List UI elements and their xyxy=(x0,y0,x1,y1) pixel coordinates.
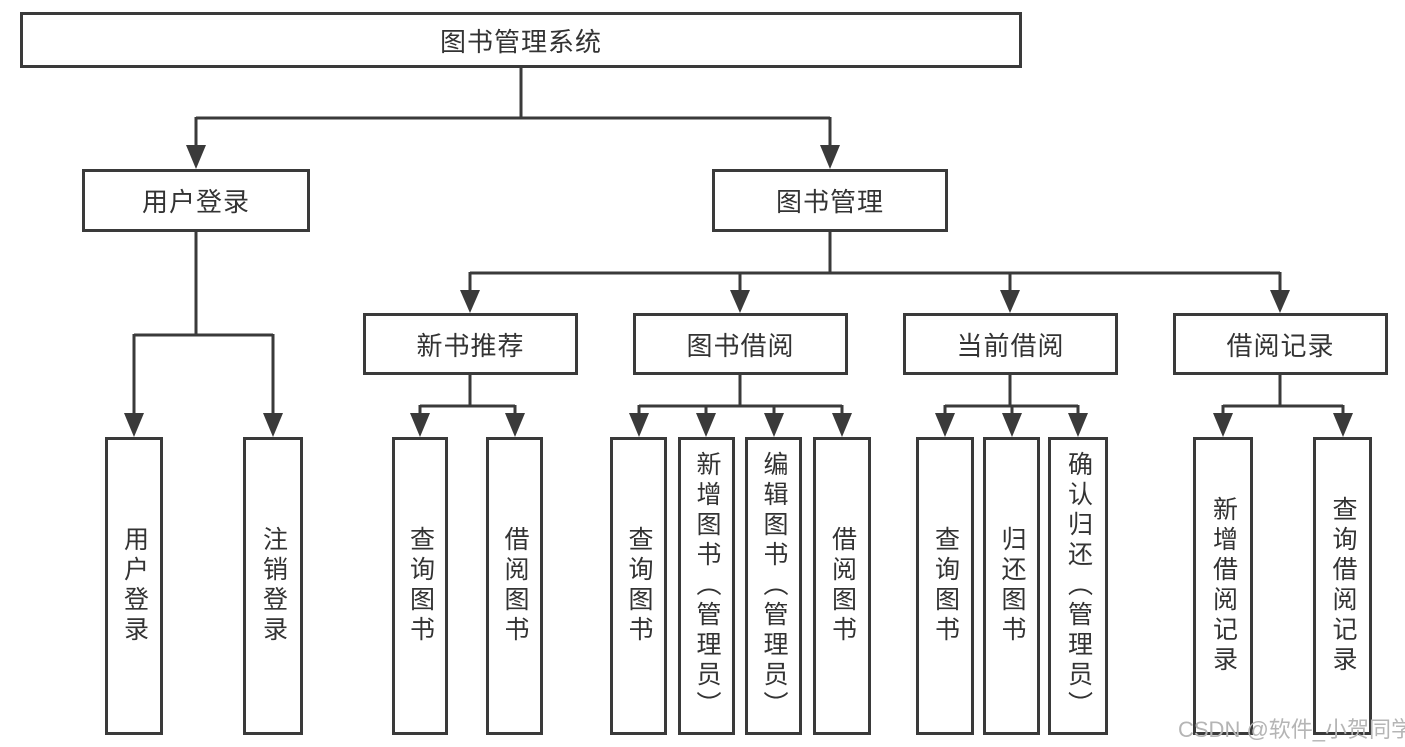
connector-userlogin-to-leaves xyxy=(132,232,275,414)
node-borrowing-records: 借阅记录 xyxy=(1173,313,1388,375)
node-leaf-query-books-1: 查询图书 xyxy=(392,437,448,735)
node-leaf-query-books-3: 查询图书 xyxy=(916,437,974,735)
node-leaf-return-books: 归还图书 xyxy=(983,437,1040,735)
arrowheads-borrowrecord-leaves xyxy=(1213,413,1353,437)
connector-borrowrecord-to-leaves xyxy=(1221,375,1345,414)
node-book-borrowing: 图书借阅 xyxy=(633,313,848,375)
connector-currentborrow-to-leaves xyxy=(943,375,1080,414)
node-leaf-add-borrow-record: 新增借阅记录 xyxy=(1193,437,1253,735)
arrowheads-bookborrow-leaves xyxy=(629,413,852,437)
connector-root-to-level2 xyxy=(194,68,832,146)
node-book-management: 图书管理 xyxy=(712,169,948,232)
node-leaf-query-books-2: 查询图书 xyxy=(610,437,667,735)
node-leaf-confirm-return-admin: 确认归还（管理员） xyxy=(1048,437,1108,735)
arrowheads-currentborrow-leaves xyxy=(935,413,1088,437)
csdn-watermark: CSDN @软件_小贺同学 xyxy=(1178,717,1405,742)
node-leaf-borrow-books-1: 借阅图书 xyxy=(486,437,543,735)
node-leaf-user-login: 用户登录 xyxy=(105,437,163,735)
connector-bookmgmt-to-level3 xyxy=(468,232,1282,291)
arrowheads-level3 xyxy=(460,290,1290,313)
arrowheads-level2 xyxy=(186,145,840,169)
node-current-borrowing: 当前借阅 xyxy=(903,313,1118,375)
node-leaf-borrow-books-2: 借阅图书 xyxy=(813,437,871,735)
node-leaf-add-books-admin: 新增图书（管理员） xyxy=(678,437,735,735)
node-user-login: 用户登录 xyxy=(82,169,310,232)
node-leaf-logout: 注销登录 xyxy=(243,437,303,735)
node-leaf-query-borrow-record: 查询借阅记录 xyxy=(1313,437,1372,735)
node-new-book-recommend: 新书推荐 xyxy=(363,313,578,375)
node-library-management-system: 图书管理系统 xyxy=(20,12,1022,68)
connector-bookborrow-to-leaves xyxy=(637,375,844,414)
connector-newbook-to-leaves xyxy=(418,375,517,414)
arrowheads-userlogin-leaves xyxy=(124,413,283,437)
node-leaf-edit-books-admin: 编辑图书（管理员） xyxy=(745,437,802,735)
arrowheads-newbook-leaves xyxy=(410,413,525,437)
